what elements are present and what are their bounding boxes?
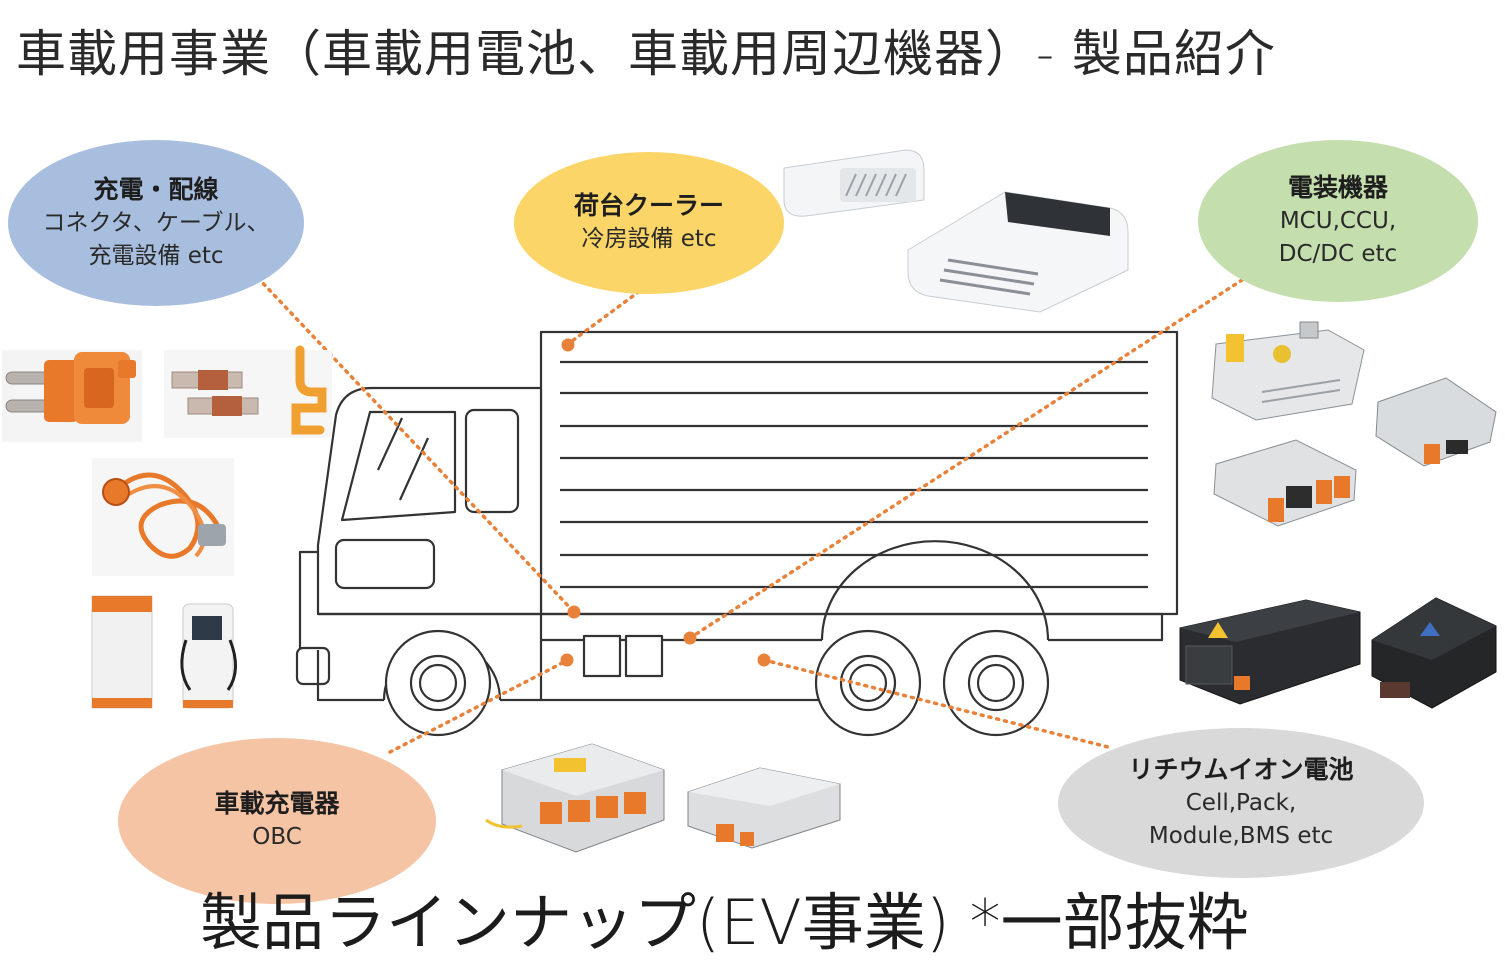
bubble-electrical-line-2: DC/DC etc [1278,240,1398,267]
hv-connector-icon [2,350,142,442]
bubble-battery: リチウムイオン電池 Cell,Pack, Module,BMS etc [1058,728,1424,878]
bubble-battery-line-1: Cell,Pack, [1185,789,1297,816]
bubble-cooler-title: 荷台クーラー [573,191,724,221]
leader-dots [560,338,771,667]
obc-point-dot [560,653,574,667]
bubble-battery-title: リチウムイオン電池 [1128,754,1354,784]
leader-line-electrical [688,278,1244,640]
charging-station-icon [91,595,237,709]
bubble-cooler-line-1: 冷房設備 etc [581,226,717,253]
bubble-cooler: 荷台クーラー 冷房設備 etc [514,152,784,294]
bubble-electrical-title: 電装機器 [1287,172,1388,202]
bubble-charging: 充電・配線 コネクタ、ケーブル、 充電設備 etc [8,140,304,306]
wiring-point-dot [567,605,581,619]
cable-harness-icon [92,458,234,576]
battery-point-dot [757,653,771,667]
bubble-battery-line-2: Module,BMS etc [1148,822,1334,849]
page-title: 車載用事業（車載用電池、車載用周辺機器）- 製品紹介 [16,25,1276,83]
bubble-obc-title: 車載充電器 [214,789,340,819]
leader-line-obc [388,658,570,754]
bubble-charging-line-2: 充電設備 etc [88,242,224,269]
bubble-obc: 車載充電器 OBC [118,738,436,904]
truck-outline-icon [295,330,1179,737]
bubble-electrical-line-1: MCU,CCU, [1279,207,1397,234]
leader-line-battery [762,658,1114,750]
busbar-icon [164,345,332,438]
controller-unit-icon [1211,321,1497,527]
cooler-mount-dot [561,338,575,352]
footer-caption: 製品ラインナップ(EV事業) *一部抜粋 [200,886,1249,959]
bubble-obc-line-1: OBC [252,824,302,851]
leader-line-charging [256,276,576,614]
bubble-charging-line-1: コネクタ、ケーブル、 [42,209,270,236]
bubble-charging-title: 充電・配線 [93,174,219,204]
electrical-point-dot [683,631,697,645]
roof-cooler-icon [783,149,1129,313]
onboard-charger-icon [485,743,841,853]
bubble-electrical: 電装機器 MCU,CCU, DC/DC etc [1198,140,1478,302]
battery-pack-icon [1179,597,1497,709]
